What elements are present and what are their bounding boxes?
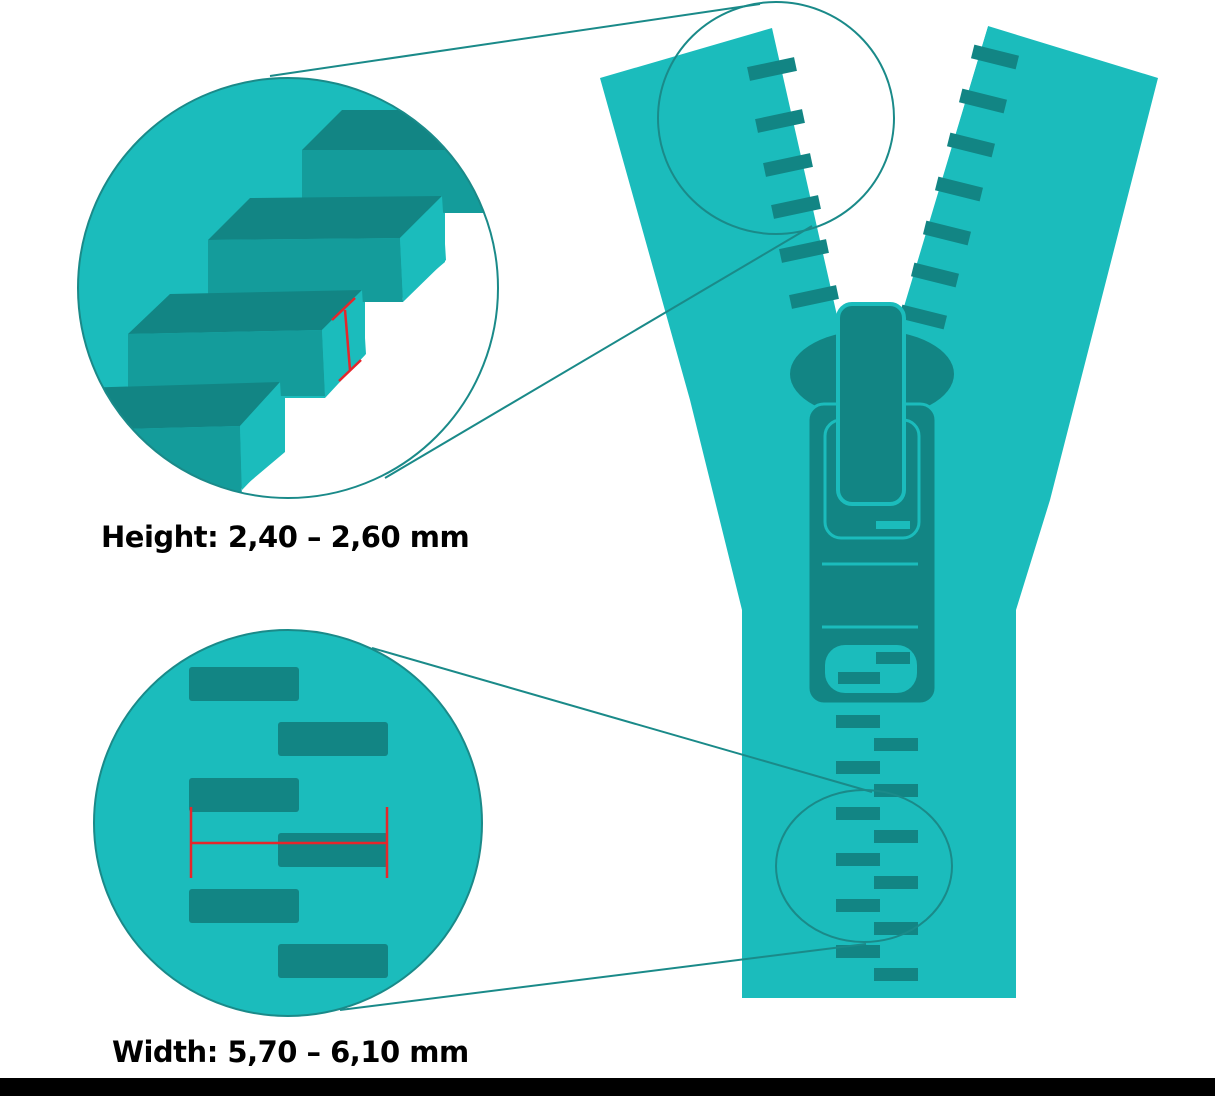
height-label: Height: 2,40 – 2,60 mm	[101, 520, 470, 554]
height-measure-marker	[331, 297, 362, 382]
bottom-bar	[0, 1078, 1215, 1096]
width-measure-marker	[189, 807, 389, 878]
height-detail-callout	[77, 77, 499, 499]
width-detail-callout	[93, 629, 483, 1017]
source-circle-top	[657, 1, 895, 235]
zipper-slider	[790, 302, 954, 706]
width-label: Width: 5,70 – 6,10 mm	[96, 1030, 484, 1080]
callout-lines	[269, 1, 953, 1011]
zipper-illustration	[600, 26, 1158, 998]
right-teeth	[898, 44, 1020, 330]
closed-teeth	[836, 715, 918, 981]
left-teeth	[747, 57, 839, 309]
